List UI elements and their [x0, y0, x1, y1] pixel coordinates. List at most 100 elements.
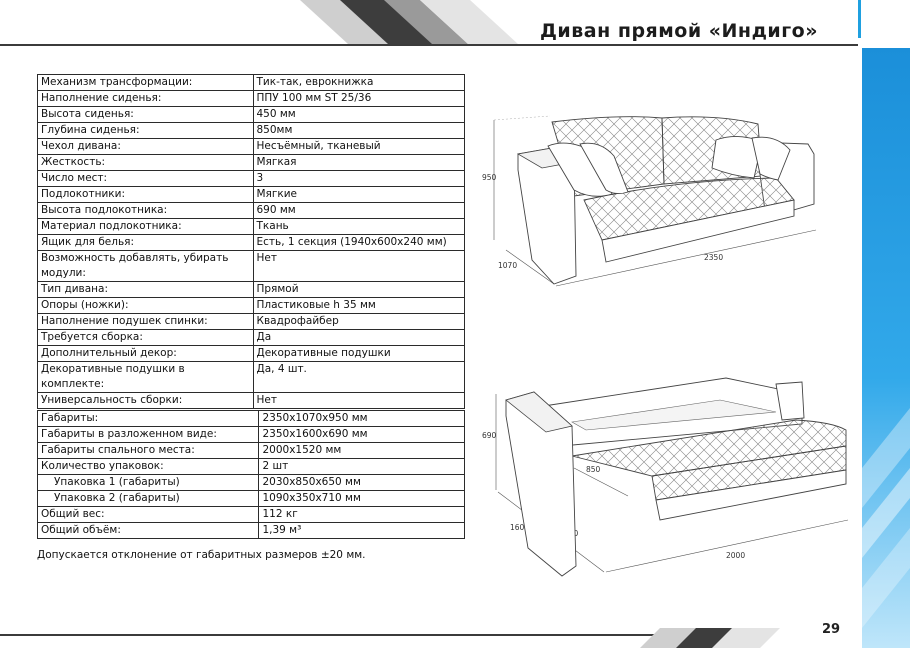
spec-row: Декоративные подушки в комплекте:Да, 4 ш… — [37, 361, 465, 393]
spec-row: Материал подлокотника:Ткань — [37, 218, 465, 235]
spec-value: 2350х1070х950 мм — [258, 410, 465, 427]
dimension-row: Упаковка 1 (габариты)2030х850х650 мм — [36, 474, 465, 491]
spec-label: Высота подлокотника: — [37, 202, 254, 219]
spec-row: Глубина сиденья:850мм — [37, 122, 465, 139]
spec-label: Материал подлокотника: — [37, 218, 254, 235]
spec-value: Мягкая — [252, 154, 465, 171]
spec-label: Глубина сиденья: — [37, 122, 254, 139]
spec-value: 1090х350х710 мм — [258, 490, 465, 507]
spec-label: Универсальность сборки: — [37, 392, 254, 409]
spec-row: Опоры (ножки):Пластиковые h 35 мм — [37, 297, 465, 314]
page-title: Диван прямой «Индиго» — [540, 20, 818, 42]
spec-row: Наполнение сиденья:ППУ 100 мм ST 25/36 — [37, 90, 465, 107]
spec-value: Нет — [252, 250, 465, 282]
spec-row: Число мест:3 — [37, 170, 465, 187]
spec-label: Число мест: — [37, 170, 254, 187]
spec-value: ППУ 100 мм ST 25/36 — [252, 90, 465, 107]
spec-row: Жесткость:Мягкая — [37, 154, 465, 171]
spec-label: Количество упаковок: — [36, 458, 260, 475]
dim-seat-depth-label: 850 — [586, 465, 601, 474]
page-number: 29 — [822, 622, 841, 637]
specs-table: Механизм трансформации:Тик-так, еврокниж… — [37, 74, 465, 409]
spec-label: Упаковка 2 (габариты) — [36, 490, 260, 507]
dimension-row: Количество упаковок:2 шт — [36, 458, 465, 475]
spec-label: Возможность добавлять, убирать модули: — [37, 250, 254, 282]
spec-label: Чехол дивана: — [37, 138, 254, 155]
spec-row: Высота подлокотника:690 мм — [37, 202, 465, 219]
spec-value: Тик-так, еврокнижка — [252, 74, 465, 91]
spec-value: Есть, 1 секция (1940х600х240 мм) — [252, 234, 465, 251]
dimension-row: Габариты в разложенном виде:2350х1600х69… — [36, 426, 465, 443]
sofa-folded-drawing: 950 1070 2350 — [482, 115, 817, 287]
spec-label: Механизм трансформации: — [37, 74, 254, 91]
spec-label: Дополнительный декор: — [37, 345, 254, 362]
tolerance-note: Допускается отклонение от габаритных раз… — [37, 549, 366, 561]
dim-depth-label: 1070 — [498, 261, 517, 270]
spec-value: 2000х1520 мм — [258, 442, 465, 459]
spec-label: Наполнение подушек спинки: — [37, 313, 254, 330]
dimension-row: Габариты:2350х1070х950 мм — [36, 410, 465, 427]
dim-width-label: 2350 — [704, 253, 723, 262]
spec-row: Возможность добавлять, убирать модули:Не… — [37, 250, 465, 282]
sofa-unfolded-drawing: 690 1600 450 2000 850 — [482, 377, 849, 577]
spec-value: 690 мм — [252, 202, 465, 219]
spec-label: Габариты в разложенном виде: — [36, 426, 260, 443]
header-accent-tick — [858, 0, 861, 38]
spec-value: 2 шт — [258, 458, 465, 475]
spec-value: Мягкие — [252, 186, 465, 203]
spec-value: 850мм — [252, 122, 465, 139]
spec-label: Подлокотники: — [37, 186, 254, 203]
spec-label: Общий объём: — [36, 522, 260, 539]
spec-label: Общий вес: — [36, 506, 260, 523]
dim-sleep-length-label: 2000 — [726, 551, 745, 560]
spec-row: Тип дивана:Прямой — [37, 281, 465, 298]
spec-label: Тип дивана: — [37, 281, 254, 298]
spec-value: Да — [252, 329, 465, 346]
spec-value: 3 — [252, 170, 465, 187]
header-rule — [0, 44, 858, 46]
spec-value: Нет — [252, 392, 465, 409]
spec-value: Несъёмный, тканевый — [252, 138, 465, 155]
dimension-row: Упаковка 2 (габариты)1090х350х710 мм — [36, 490, 465, 507]
side-decoration-band — [862, 48, 910, 648]
dimension-row: Габариты спального места:2000х1520 мм — [36, 442, 465, 459]
spec-label: Требуется сборка: — [37, 329, 254, 346]
spec-value: Квадрофайбер — [252, 313, 465, 330]
dim-unfolded-height-label: 690 — [482, 431, 497, 440]
spec-value: Пластиковые h 35 мм — [252, 297, 465, 314]
spec-label: Высота сиденья: — [37, 106, 254, 123]
spec-row: Подлокотники:Мягкие — [37, 186, 465, 203]
spec-value: 112 кг — [258, 506, 465, 523]
spec-label: Декоративные подушки в комплекте: — [37, 361, 254, 393]
footer-decoration — [0, 628, 780, 648]
header-decoration — [300, 0, 518, 44]
spec-label: Жесткость: — [37, 154, 254, 171]
spec-label: Наполнение сиденья: — [37, 90, 254, 107]
dimension-row: Общий объём:1,39 м³ — [36, 522, 465, 539]
spec-value: 450 мм — [252, 106, 465, 123]
spec-value: 2350х1600х690 мм — [258, 426, 465, 443]
dimension-row: Общий вес:112 кг — [36, 506, 465, 523]
spec-row: Универсальность сборки:Нет — [37, 392, 465, 409]
spec-label: Упаковка 1 (габариты) — [36, 474, 260, 491]
spec-row: Чехол дивана:Несъёмный, тканевый — [37, 138, 465, 155]
spec-row: Высота сиденья:450 мм — [37, 106, 465, 123]
spec-value: Ткань — [252, 218, 465, 235]
dim-height-label: 950 — [482, 173, 497, 182]
spec-row: Механизм трансформации:Тик-так, еврокниж… — [37, 74, 465, 91]
spec-row: Наполнение подушек спинки:Квадрофайбер — [37, 313, 465, 330]
spec-label: Опоры (ножки): — [37, 297, 254, 314]
spec-value: 1,39 м³ — [258, 522, 465, 539]
spec-label: Ящик для белья: — [37, 234, 254, 251]
spec-value: 2030х850х650 мм — [258, 474, 465, 491]
spec-value: Прямой — [252, 281, 465, 298]
spec-label: Габариты: — [36, 410, 260, 427]
spec-value: Да, 4 шт. — [252, 361, 465, 393]
spec-row: Ящик для белья:Есть, 1 секция (1940х600х… — [37, 234, 465, 251]
dim-unfolded-depth-label: 1600 — [510, 523, 529, 532]
spec-value: Декоративные подушки — [252, 345, 465, 362]
spec-label: Габариты спального места: — [36, 442, 260, 459]
spec-row: Требуется сборка:Да — [37, 329, 465, 346]
